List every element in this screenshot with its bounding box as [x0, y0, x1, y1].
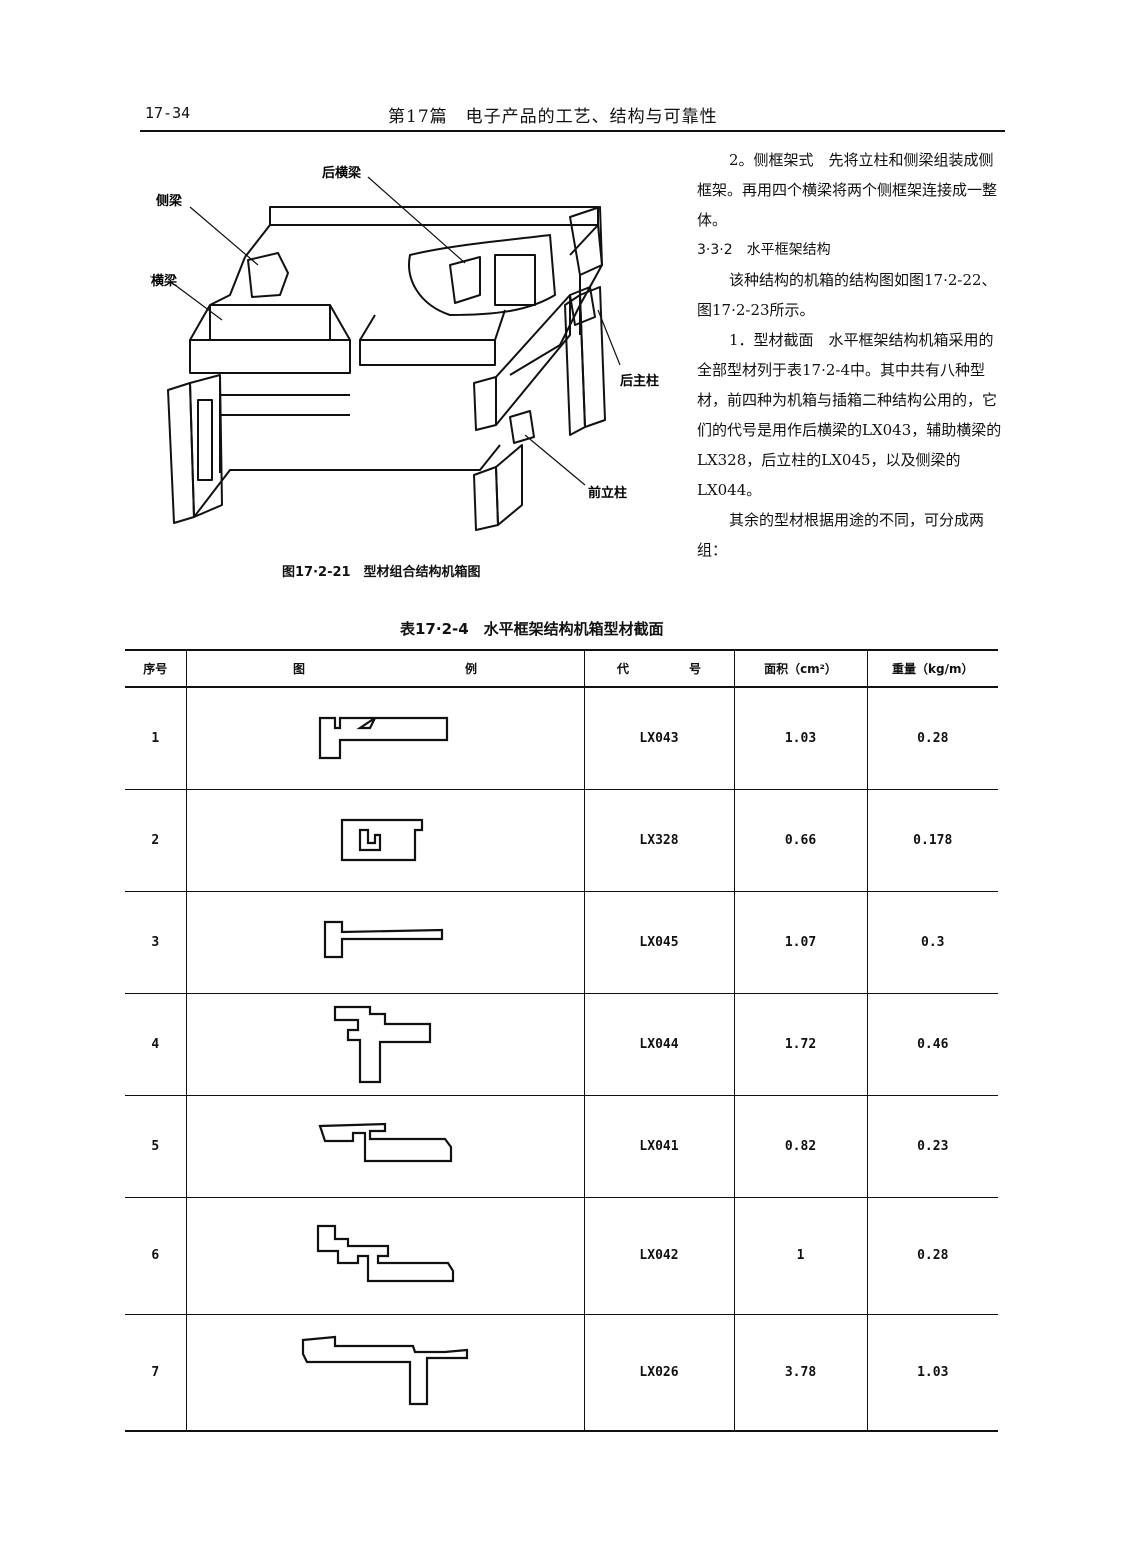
row-code: LX044	[583, 993, 734, 1096]
header-index: 序号	[125, 649, 186, 688]
table-row: 2 LX328 0.66 0.178	[125, 789, 998, 892]
row-area: 0.66	[733, 789, 867, 892]
paragraph-structure: 该种结构的机箱的结构图如图17·2-22、图17·2-23所示。	[697, 271, 997, 319]
table-header-row: 序号 图例 代号 面积（cm²） 重量（kg/m）	[125, 649, 998, 688]
row-area: 1.03	[733, 687, 867, 790]
header-code: 代号	[583, 649, 734, 688]
profile-drawing	[185, 1314, 584, 1432]
section-heading: 3·3·2 水平框架结构	[697, 242, 831, 258]
table-row: 6 LX042 1 0.28	[125, 1197, 998, 1315]
paragraph-groups: 其余的型材根据用途的不同，可分成两组：	[697, 511, 985, 559]
row-index: 6	[125, 1197, 186, 1315]
row-index: 7	[125, 1314, 186, 1432]
row-code: LX041	[583, 1095, 734, 1198]
header-figure: 图例	[185, 649, 584, 688]
row-area: 1	[733, 1197, 867, 1315]
row-code: LX042	[583, 1197, 734, 1315]
table-row: 1 LX043 1.03 0.28	[125, 687, 998, 790]
figure-caption: 图17·2-21 型材组合结构机箱图	[282, 565, 481, 580]
row-code: LX026	[583, 1314, 734, 1432]
row-weight: 1.03	[866, 1314, 998, 1432]
row-weight: 0.23	[866, 1095, 998, 1198]
profile-drawing	[185, 891, 584, 994]
table-row: 5 LX041 0.82 0.23	[125, 1095, 998, 1198]
row-index: 4	[125, 993, 186, 1096]
table-row: 3 LX045 1.07 0.3	[125, 891, 998, 994]
label-side-beam: 侧梁	[156, 193, 183, 209]
row-weight: 0.28	[866, 1197, 998, 1315]
row-area: 1.07	[733, 891, 867, 994]
body-text: 2。侧框架式 先将立柱和侧梁组装成侧框架。再用四个横梁将两个侧框架连接成一整体。…	[697, 145, 1002, 565]
profile-drawing	[185, 789, 584, 892]
header-rule	[140, 130, 1005, 132]
header-weight: 重量（kg/m）	[866, 649, 998, 688]
row-code: LX043	[583, 687, 734, 790]
table-row: 4 LX044 1.72 0.46	[125, 993, 998, 1096]
row-index: 1	[125, 687, 186, 790]
paragraph-side-frame: 2。侧框架式 先将立柱和侧梁组装成侧框架。再用四个横梁将两个侧框架连接成一整体。	[697, 151, 998, 229]
chapter-title: 第17篇 电子产品的工艺、结构与可靠性	[388, 107, 718, 127]
paragraph-profiles: 1．型材截面 水平框架结构机箱采用的全部型材列于表17·2-4中。其中共有八种型…	[697, 331, 1002, 499]
table-title: 表17·2-4 水平框架结构机箱型材截面	[400, 620, 664, 638]
row-area: 3.78	[733, 1314, 867, 1432]
profile-drawing	[185, 687, 584, 790]
profile-drawing	[185, 1197, 584, 1315]
row-index: 5	[125, 1095, 186, 1198]
page-number: 17-34	[145, 104, 191, 122]
table-row: 7 LX026 3.78 1.03	[125, 1314, 998, 1432]
header-area: 面积（cm²）	[733, 649, 867, 688]
row-weight: 0.178	[866, 789, 998, 892]
label-rear-beam: 后横梁	[322, 165, 362, 181]
row-area: 0.82	[733, 1095, 867, 1198]
row-weight: 0.46	[866, 993, 998, 1096]
chassis-illustration: 后横梁 侧梁 前横梁 后主柱 前立柱	[150, 165, 659, 531]
row-code: LX328	[583, 789, 734, 892]
label-rear-column: 后主柱	[620, 373, 659, 389]
profile-drawing	[185, 993, 584, 1096]
label-front-column: 前立柱	[588, 485, 627, 501]
row-weight: 0.28	[866, 687, 998, 790]
row-area: 1.72	[733, 993, 867, 1096]
row-weight: 0.3	[866, 891, 998, 994]
row-index: 3	[125, 891, 186, 994]
row-code: LX045	[583, 891, 734, 994]
row-index: 2	[125, 789, 186, 892]
profile-drawing	[185, 1095, 584, 1198]
profile-table: 序号 图例 代号 面积（cm²） 重量（kg/m） 1 LX043 1.03 0…	[125, 649, 998, 1432]
label-front-beam: 前横梁	[150, 273, 178, 289]
